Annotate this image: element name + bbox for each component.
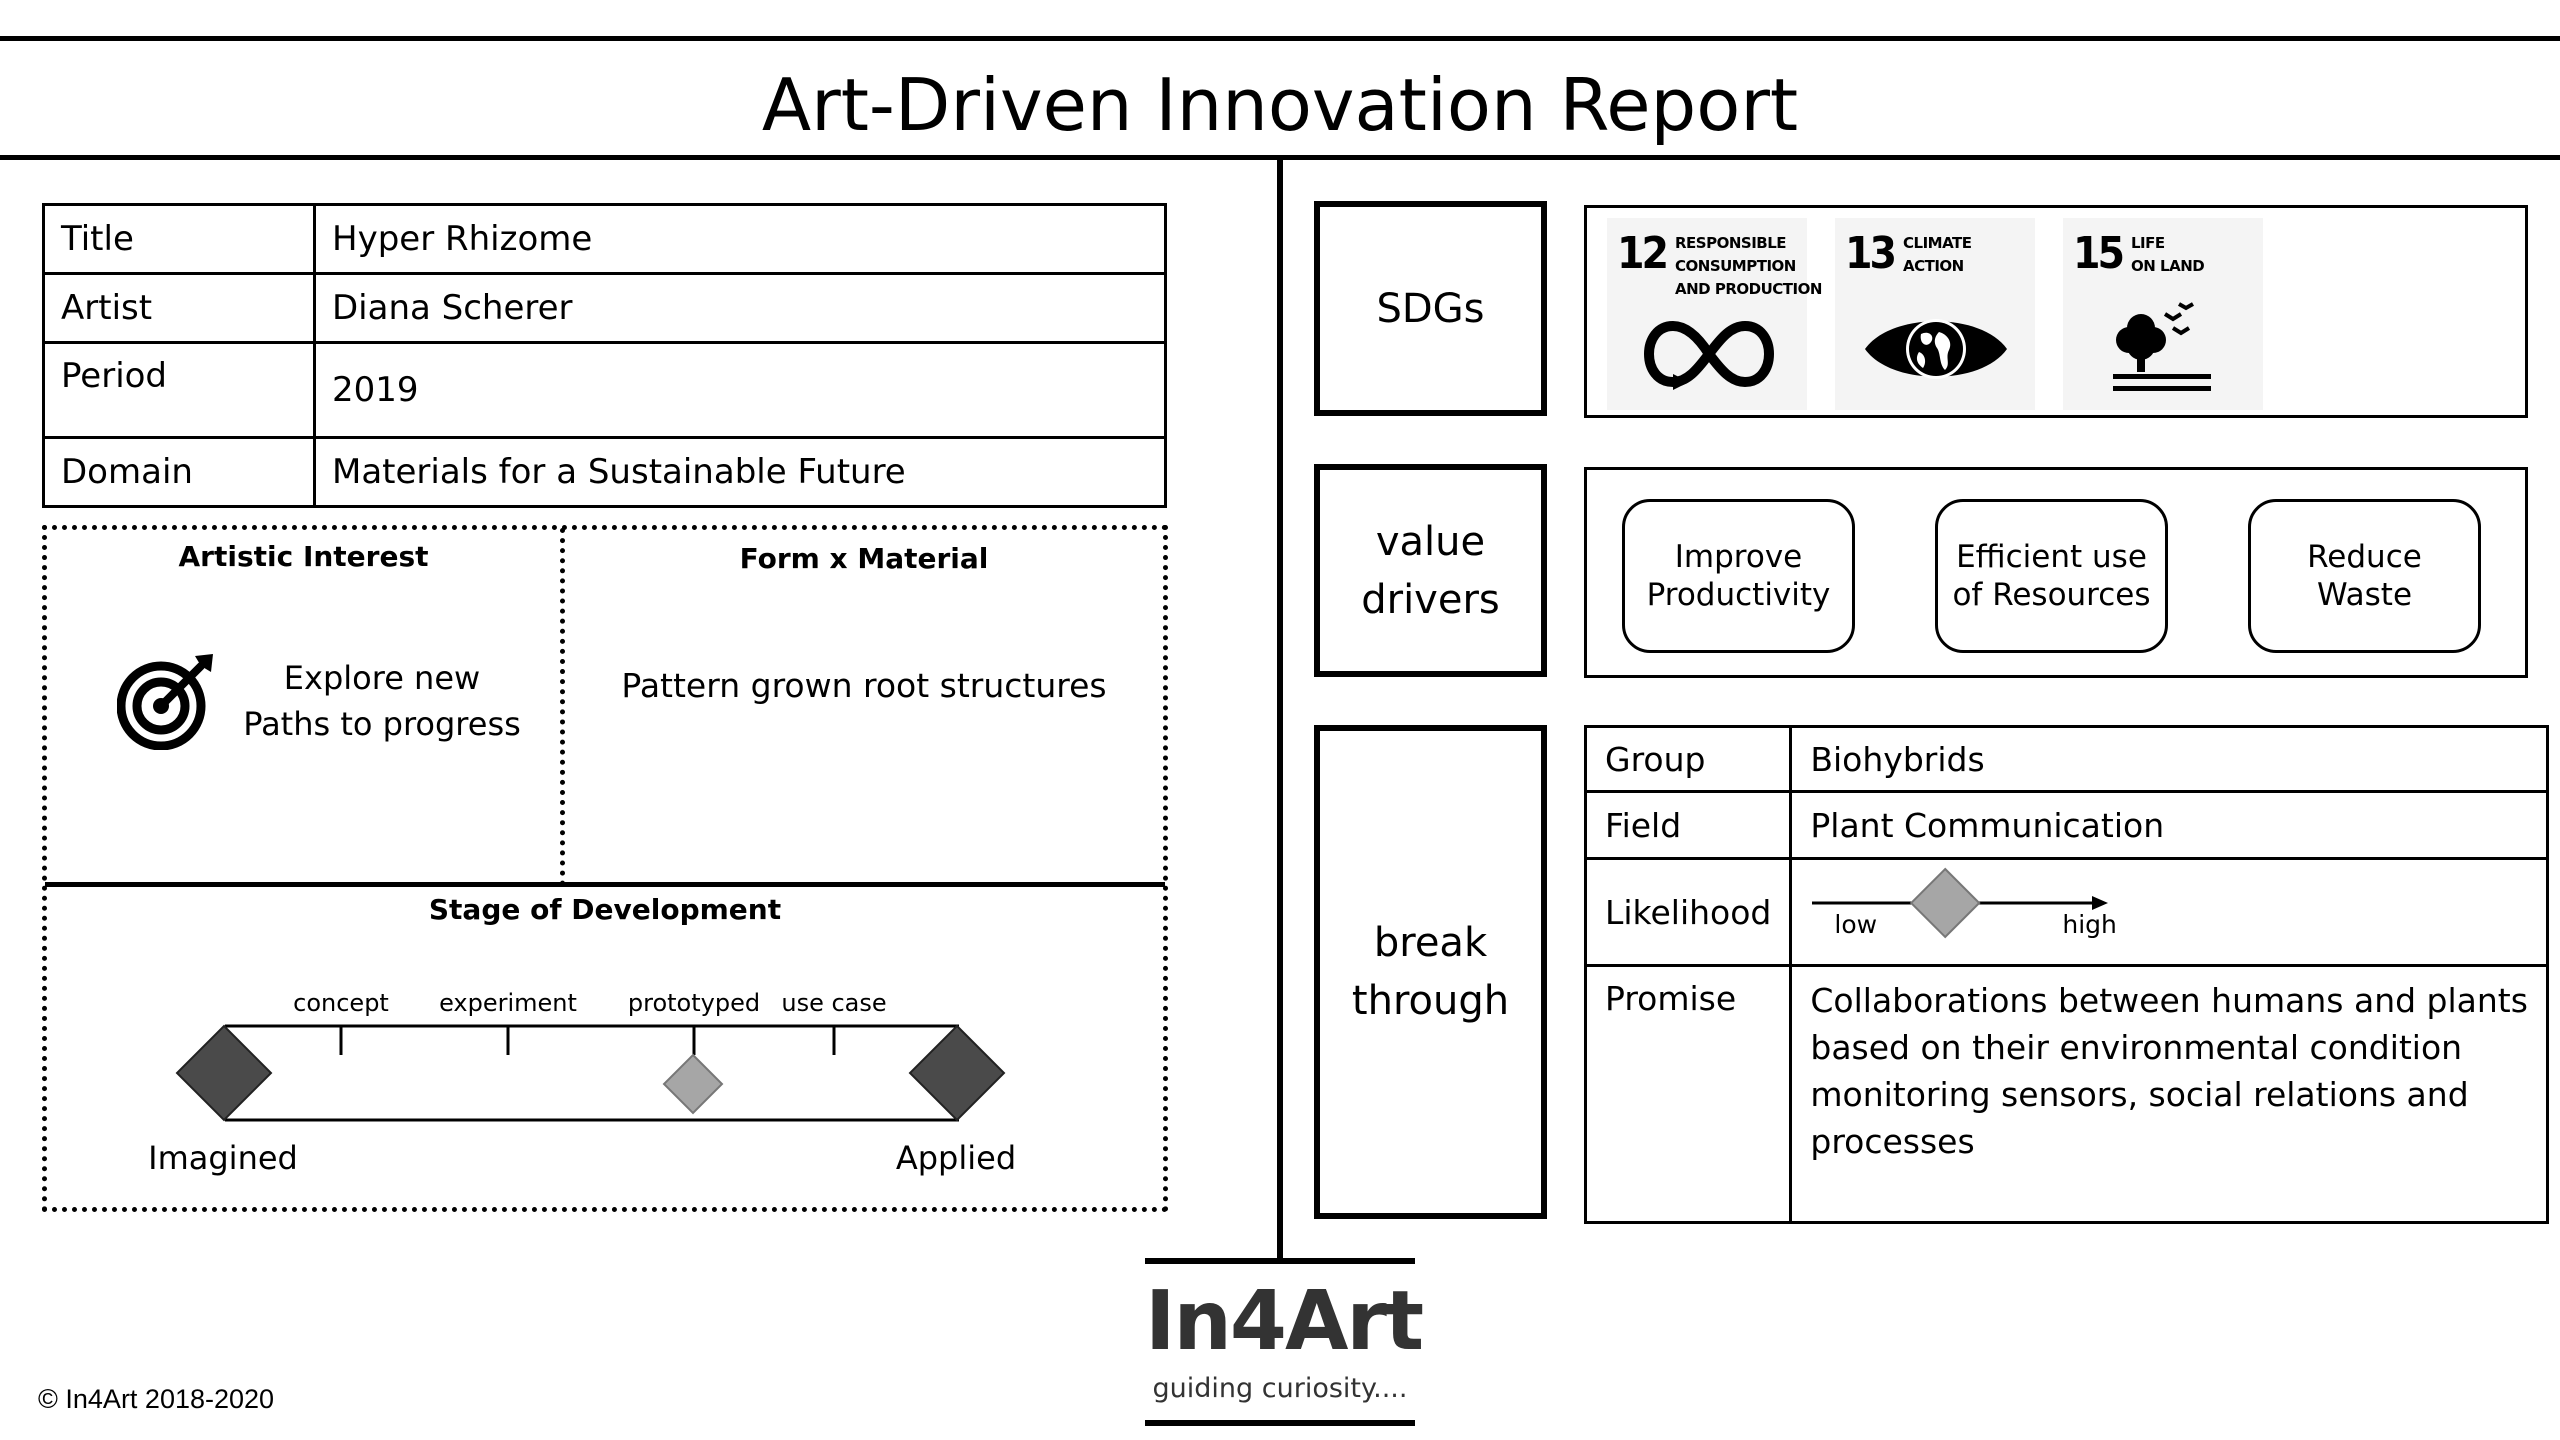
value-driver-line1: Efficient use <box>1956 539 2147 575</box>
info-value: Hyper Rhizome <box>313 203 1167 275</box>
likelihood-marker <box>1910 867 1981 939</box>
breakthrough-label-line2: through <box>1351 978 1510 1024</box>
likelihood-cell: low high <box>1789 857 2550 967</box>
value-driver-efficient-resources: Efficient use of Resources <box>1935 499 2168 653</box>
value-drivers-label-line2: drivers <box>1361 576 1500 623</box>
center-divider <box>1277 160 1283 1260</box>
stage-tick-concept: concept <box>293 989 389 1017</box>
copyright: © In4Art 2018-2020 <box>38 1384 275 1414</box>
form-material-title: Form x Material <box>739 542 989 575</box>
logo-text: In4Art <box>1145 1274 1424 1369</box>
promise-line: monitoring sensors, social relations and <box>1810 1075 2469 1114</box>
value-drivers-panel: Improve Productivity Efficient use of Re… <box>1584 467 2528 678</box>
table-row: Period 2019 <box>42 341 1167 439</box>
sdgs-panel: 12 RESPONSIBLE CONSUMPTION AND PRODUCTIO… <box>1584 205 2528 418</box>
artistic-interest-title: Artistic Interest <box>178 540 429 573</box>
breakthrough-label: break through <box>1314 725 1547 1219</box>
stage-current-marker <box>662 1053 724 1115</box>
value-driver-line2: Waste <box>2316 577 2413 613</box>
sdg-tile-13: 13 CLIMATE ACTION <box>1835 218 2035 410</box>
info-value: Materials for a Sustainable Future <box>313 436 1167 508</box>
panel-vertical-divider <box>560 528 565 886</box>
sdg-number: 15 <box>2073 228 2125 279</box>
breakthrough-key: Group <box>1583 725 1793 793</box>
breakthrough-key: Field <box>1583 790 1793 860</box>
panel-horizontal-divider <box>45 882 1165 887</box>
likelihood-low: low <box>1834 910 1878 939</box>
info-key: Artist <box>42 272 316 344</box>
breakthrough-key: Promise <box>1583 964 1793 1224</box>
table-row: Artist Diana Scherer <box>42 272 1167 344</box>
title-underline <box>0 155 2560 160</box>
artistic-interest-section: Artistic Interest Explore new Paths to p… <box>47 530 560 882</box>
in4art-logo: In4Art guiding curiosity.... <box>1145 1258 1424 1433</box>
tree-birds-icon <box>2113 302 2211 391</box>
sdg-number: 12 <box>1617 228 1669 279</box>
value-driver-line1: Reduce <box>2307 539 2422 575</box>
sdg-text: LIFE ON LAND <box>2131 234 2205 275</box>
likelihood-high: high <box>2062 910 2117 939</box>
value-driver-line2: Productivity <box>1646 577 1831 613</box>
sdg-tile-12: 12 RESPONSIBLE CONSUMPTION AND PRODUCTIO… <box>1607 218 1822 410</box>
sdg-text: CLIMATE ACTION <box>1903 234 1972 275</box>
stage-timeline <box>175 1024 1006 1122</box>
table-row: Field Plant Communication <box>1583 790 2550 860</box>
eye-globe-icon <box>1865 319 2007 379</box>
table-row: Group Biohybrids <box>1583 725 2550 793</box>
breakthrough-value: Biohybrids <box>1789 725 2550 793</box>
info-table: Title Hyper Rhizome Artist Diana Scherer… <box>42 203 1167 508</box>
target-icon <box>117 654 213 750</box>
stage-section: Stage of Development concept experiment … <box>47 887 1163 1207</box>
value-drivers-label-line1: value <box>1375 518 1486 565</box>
analysis-panel <box>42 525 1168 1212</box>
artistic-interest-line2: Paths to progress <box>243 705 521 743</box>
logo-tagline: guiding curiosity.... <box>1152 1373 1408 1404</box>
table-row: Likelihood low high <box>1583 857 2550 967</box>
value-driver-line2: of Resources <box>1952 577 2151 613</box>
sdg-number: 13 <box>1845 228 1897 279</box>
info-key: Title <box>42 203 316 275</box>
stage-end-label: Applied <box>895 1139 1017 1177</box>
table-row: Promise Collaborations between humans an… <box>1583 964 2550 1224</box>
form-material-section: Form x Material Pattern grown root struc… <box>565 530 1163 882</box>
sdgs-label: SDGs <box>1314 201 1547 416</box>
table-row: Title Hyper Rhizome <box>42 203 1167 275</box>
stage-tick-experiment: experiment <box>439 989 577 1017</box>
value-driver-improve-productivity: Improve Productivity <box>1622 499 1855 653</box>
stage-tick-prototyped: prototyped <box>627 989 761 1017</box>
breakthrough-key: Likelihood <box>1583 857 1793 967</box>
infinity-icon <box>1643 320 1775 390</box>
info-value: Diana Scherer <box>313 272 1167 344</box>
form-material-text: Pattern grown root structures <box>621 666 1107 705</box>
breakthrough-label-line1: break <box>1373 920 1488 966</box>
info-key: Domain <box>42 436 316 508</box>
logo-top-rule <box>1145 1258 1415 1264</box>
promise-line: Collaborations between humans and plants <box>1810 981 2528 1020</box>
breakthrough-table: Group Biohybrids Field Plant Communicati… <box>1583 725 2550 1224</box>
logo-bottom-rule <box>1145 1420 1415 1426</box>
info-key: Period <box>42 341 316 439</box>
stage-end-diamond <box>908 1024 1006 1122</box>
artistic-interest-line1: Explore new <box>283 659 481 697</box>
stage-start-label: Imagined <box>148 1139 298 1177</box>
promise-cell: Collaborations between humans and plants… <box>1789 964 2550 1224</box>
info-value: 2019 <box>313 341 1167 439</box>
promise-line: based on their environmental condition <box>1810 1028 2463 1067</box>
stage-tick-use-case: use case <box>781 989 887 1017</box>
sdg-text: RESPONSIBLE CONSUMPTION AND PRODUCTION <box>1675 234 1822 298</box>
likelihood-scale <box>1812 867 2109 939</box>
stage-start-diamond <box>175 1024 273 1122</box>
table-row: Domain Materials for a Sustainable Futur… <box>42 436 1167 508</box>
sdg-tile-15: 15 LIFE ON LAND <box>2063 218 2263 410</box>
promise-line: processes <box>1810 1122 1975 1161</box>
value-driver-reduce-waste: Reduce Waste <box>2248 499 2481 653</box>
page-title: Art-Driven Innovation Report <box>761 63 1799 147</box>
value-drivers-label: value drivers <box>1314 464 1547 677</box>
stage-title: Stage of Development <box>428 893 782 926</box>
breakthrough-value: Plant Communication <box>1789 790 2550 860</box>
sdgs-label-text: SDGs <box>1376 285 1485 332</box>
top-rule <box>0 36 2560 41</box>
value-driver-line1: Improve <box>1674 539 1803 575</box>
artistic-interest-text: Explore new Paths to progress <box>232 655 532 747</box>
